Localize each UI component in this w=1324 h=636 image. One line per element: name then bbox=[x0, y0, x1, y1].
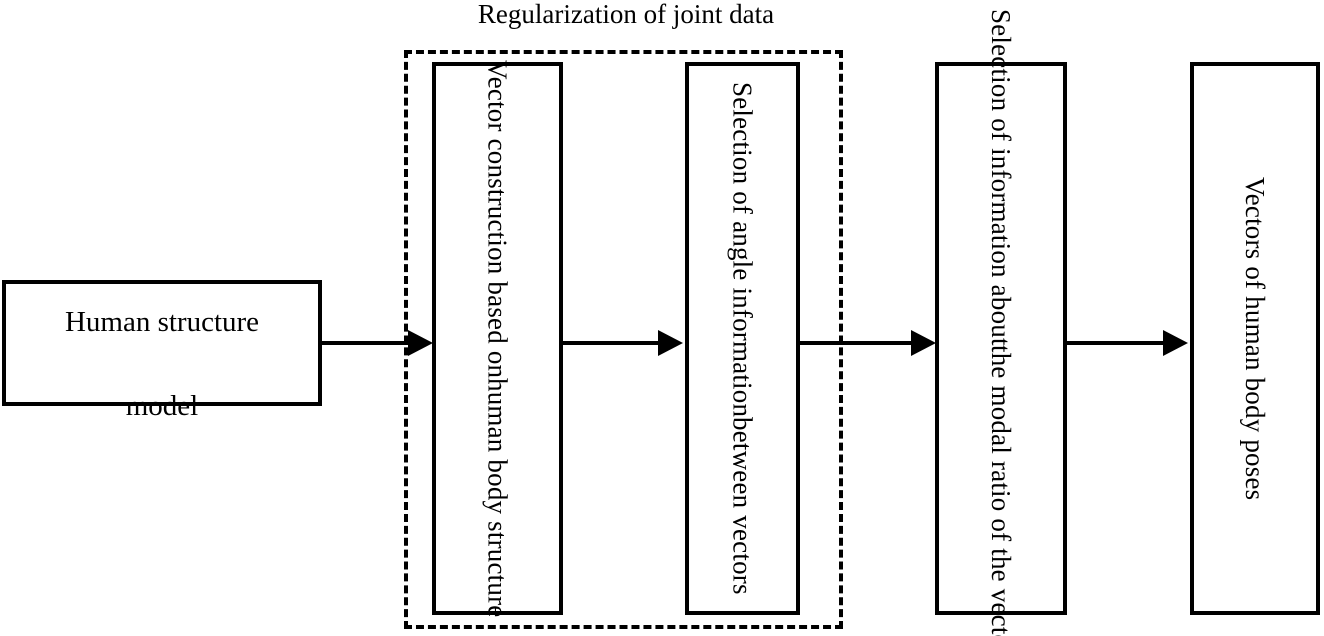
regularization-group-region bbox=[404, 50, 843, 629]
group-title: Regularization of joint data bbox=[477, 0, 775, 29]
box-angle-information-selection-label: Selection of angle information between v… bbox=[720, 66, 766, 611]
arrow-1-head bbox=[408, 330, 433, 356]
box-human-structure-model-line2: model bbox=[125, 390, 199, 422]
box-human-body-pose-vectors-label: Vectors of human body poses bbox=[1232, 66, 1278, 611]
box-modal-ratio-selection-line1: Selection of information about bbox=[986, 8, 1016, 346]
arrow-2-line bbox=[563, 341, 661, 345]
box-angle-information-selection-line1: Selection of angle information bbox=[727, 82, 758, 418]
box-human-structure-model[interactable]: Human structure model bbox=[2, 280, 322, 422]
box-vector-construction-line1: Vector construction based on bbox=[482, 59, 513, 378]
box-human-structure-model-line1: Human structure bbox=[64, 306, 260, 338]
box-modal-ratio-selection-line2: the modal ratio of the vectors bbox=[986, 345, 1016, 636]
arrow-4-head bbox=[1163, 330, 1188, 356]
arrow-1-line bbox=[322, 341, 412, 345]
box-human-structure-model-label: Human structure model bbox=[55, 259, 269, 427]
arrow-3-line bbox=[800, 341, 915, 345]
arrow-2-head bbox=[658, 330, 683, 356]
box-angle-information-selection-line2: between vectors bbox=[727, 417, 758, 595]
box-vector-construction[interactable]: Vector construction based on human body … bbox=[432, 60, 563, 618]
arrow-4-line bbox=[1067, 341, 1165, 345]
box-modal-ratio-selection-label: Selection of information about the modal… bbox=[978, 9, 1024, 636]
box-vector-construction-label: Vector construction based on human body … bbox=[475, 60, 521, 618]
box-vector-construction-line2: human body structure bbox=[482, 377, 513, 618]
box-angle-information-selection[interactable]: Selection of angle information between v… bbox=[685, 62, 800, 615]
arrow-3-head bbox=[911, 330, 936, 356]
box-human-body-pose-vectors-line1: Vectors of human body poses bbox=[1240, 176, 1270, 501]
box-human-body-pose-vectors[interactable]: Vectors of human body poses bbox=[1190, 62, 1320, 615]
box-modal-ratio-selection[interactable]: Selection of information about the modal… bbox=[935, 9, 1067, 636]
